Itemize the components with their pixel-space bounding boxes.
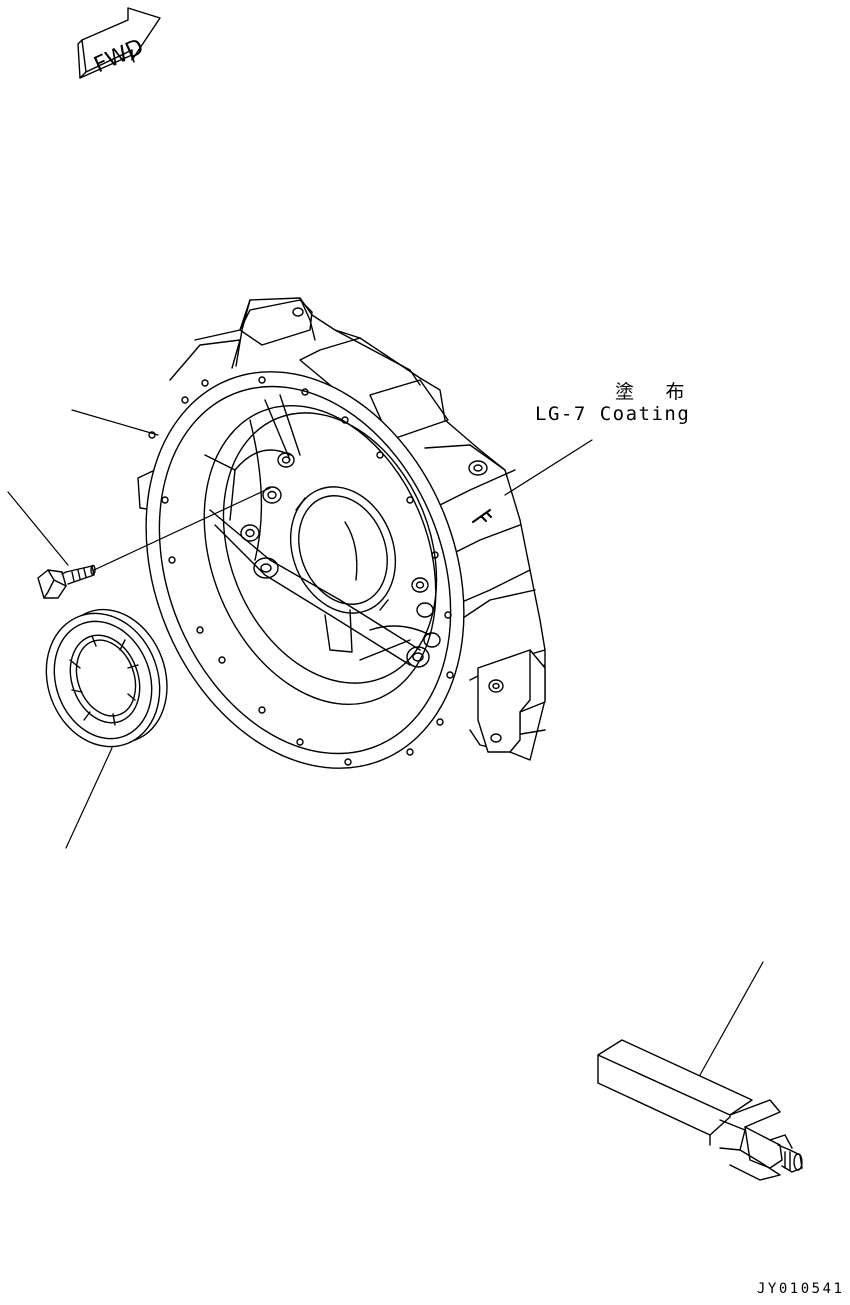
coating-note-english: LG-7 Coating [535,403,691,425]
oil-seal [28,594,185,763]
drawing-number: JY010541 [757,1281,845,1297]
fwd-arrow-icon: FWD [78,8,160,78]
coating-note-japanese: 塗 布 [615,381,695,403]
internal-bosses [241,453,440,667]
bolt [38,566,95,599]
flange-bolt-holes [149,377,453,765]
flywheel-housing [89,298,545,816]
leader-lines [8,410,763,1075]
installer-tool [598,1040,802,1180]
